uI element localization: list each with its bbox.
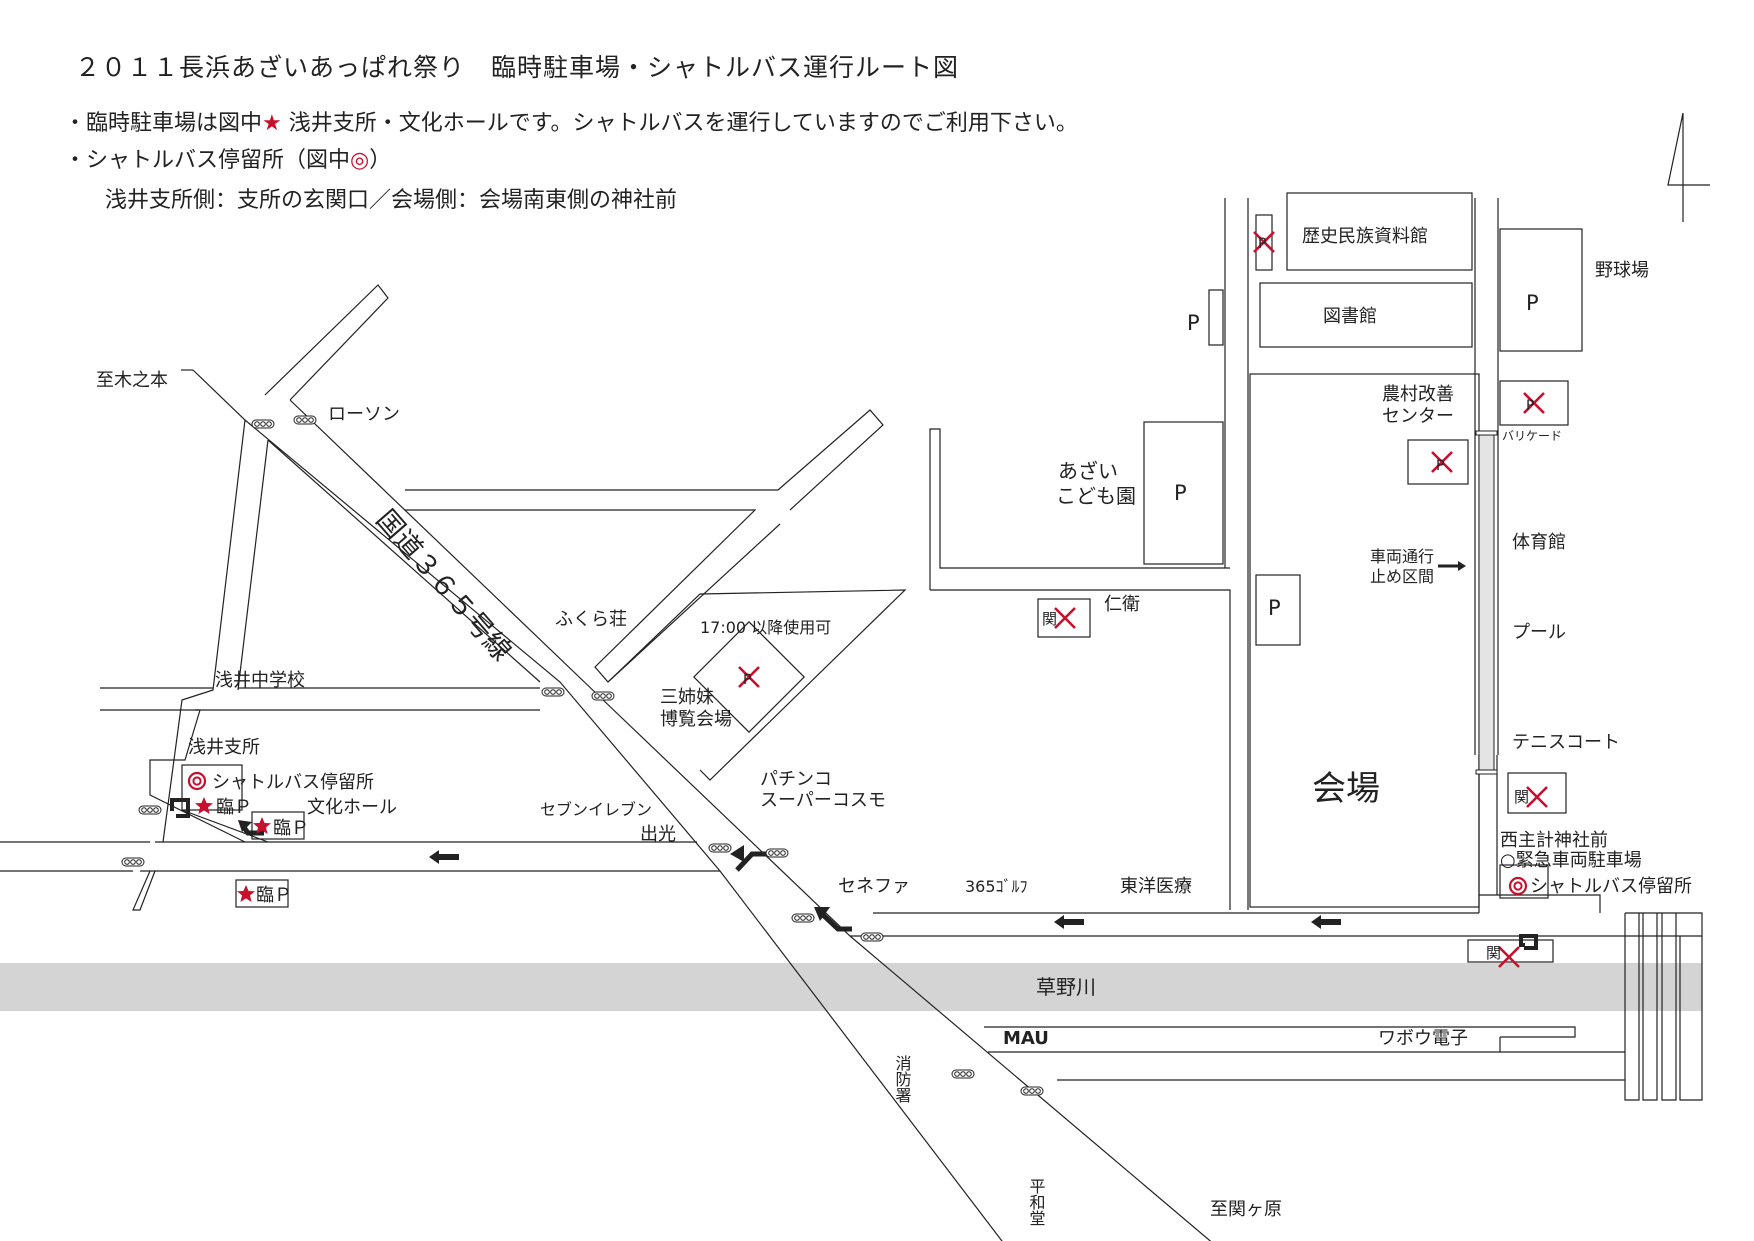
pool-label: プール [1512,622,1566,643]
farm-center-label: センター [1382,406,1454,427]
to-sekigahara-label: 至関ヶ原 [1210,1199,1282,1220]
parking-note-suffix: 浅井支所・文化ホールです。シャトルバスを運行していますのでご利用下さい。 [281,111,1078,136]
map-title: ２０１１長浜あざいあっぱれ祭り 臨時駐車場・シャトルバス運行ルート図 [75,53,960,82]
shuttle-stop-east-label: シャトルバス停留所 [1530,876,1692,897]
kodomoen-label: こども園 [1056,484,1136,508]
rin-p-label: 臨Ｐ [273,818,309,839]
fire-station-label: 消防署 [893,1055,912,1103]
baseball-label: 野球場 [1595,260,1649,281]
route-365-label: 国道３６５号線 [370,504,517,667]
history-museum-label: 歴史民族資料館 [1302,226,1428,247]
direction-arrow-icon [1519,934,1538,950]
middle-roads [405,198,1499,910]
lawson-label: ローソン [328,404,400,425]
direction-arrow-icon [238,820,252,832]
azai-branch-label: 浅井支所 [188,737,260,758]
route-365 [181,284,1212,1241]
shuttle-note-prefix: ・シャトルバス停留所（図中 [64,148,351,173]
closed-p-label: P [1258,236,1266,252]
fukurasou-label: ふくら荘 [555,609,627,630]
direction-arrow-icon [818,910,852,932]
west-road [100,419,541,911]
p-baseball-label: P [1526,291,1539,315]
to-kinomoto-label: 至木之本 [96,370,168,391]
emergency-parking-label: ○緊急車両駐車場 [1500,850,1642,871]
pachinko-label: スーパーコスモ [760,790,886,811]
rin-p-label: 臨Ｐ [256,885,292,906]
direction-arrow-icon [735,851,768,872]
direction-arrow-icon [814,907,830,921]
senefa-label: セネファ [838,876,910,897]
seven-eleven-label: セブンイレブン [540,800,652,819]
closed-p-label: P [1526,398,1534,414]
shrine-label: 西主計神社前 [1500,830,1608,851]
library-label: 図書館 [1323,306,1377,327]
p-venue-label: P [1268,596,1281,620]
direction-arrow-icon [730,845,744,862]
star-icon: ★ [262,111,282,136]
north-arrow-icon [1667,112,1710,222]
toyo-clinic-label: 東洋医療 [1120,876,1192,897]
jinei-label: 仁衛 [1104,594,1140,615]
barricade-label: バリケード [1502,429,1562,443]
sanshimai-label: 三姉妹 [660,687,714,708]
venue-label: 会場 [1312,769,1380,809]
golf-label: 365ｺﾞﾙﾌ [965,877,1028,896]
rin-p-label: 臨Ｐ [216,797,252,818]
closed-p-label: P [1436,458,1444,474]
shuttle-stop-detail: 浅井支所側：支所の玄関口／会場側：会場南東側の神社前 [105,188,678,213]
shuttle-note-suffix: ） [369,148,392,173]
parking-note: ・臨時駐車場は図中★ 浅井支所・文化ホールです。シャトルバスを運行していますので… [64,105,1078,137]
azai-jhs-label: 浅井中学校 [215,670,305,691]
tennis-label: テニスコート [1512,732,1620,753]
heiwado-label: 平和堂 [1027,1178,1046,1226]
pachinko-label: パチンコ [760,769,832,790]
main-road [0,755,1703,1101]
mau-label: MAU [1003,1028,1049,1049]
gym-label: 体育館 [1512,532,1566,553]
parking-note-prefix: ・臨時駐車場は図中 [64,111,263,136]
shuttle-stop-west-label: シャトルバス停留所 [212,772,374,793]
barricade [1475,430,1498,775]
closed-p-label: P [743,672,751,688]
bus-stop-icon: ◎ [350,148,370,173]
kan-label: 関 [1486,944,1501,962]
wabou-label: ワボウ電子 [1378,1028,1468,1049]
kan-label: 関 [1042,610,1057,628]
river-road [984,1026,1625,1081]
bunka-hall-label: 文化ホール [307,797,397,818]
sanshimai-label: 博覧会場 [660,709,732,730]
kusano-river [0,963,1702,1011]
p-kodomoen-label: P [1174,481,1187,505]
farm-center-label: 農村改善 [1382,384,1454,405]
direction-arrow-icon [170,798,190,818]
shuttle-stop-note: ・シャトルバス停留所（図中◎） [64,142,391,174]
no-entry-label: 車両通行 [1370,547,1434,566]
direction-arrow-icon [1458,561,1466,571]
no-entry-label: 止め区間 [1370,567,1434,586]
p-small-label: P [1187,311,1200,335]
kan-label: 関 [1514,788,1529,806]
river-label: 草野川 [1036,975,1096,999]
idemitsu-label: 出光 [640,824,676,845]
kodomoen-label: あざい [1058,459,1118,483]
time-note-label: 17:00 以降使用可 [700,618,831,637]
